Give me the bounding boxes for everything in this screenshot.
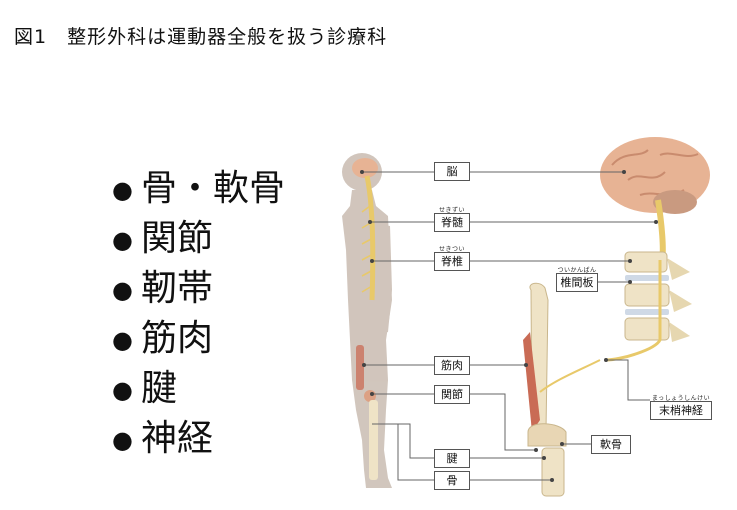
label-peripheral-nerve: 末梢神経 (650, 401, 712, 420)
ruby-spinal-cord: せきずい (438, 207, 465, 214)
ruby-peripheral-nerve: まっしょうしんけい (651, 395, 711, 402)
spinal-cord-line (364, 175, 376, 301)
ruby-disc: ついかんばん (557, 267, 597, 274)
vertebra-stack-icon (624, 251, 692, 342)
bullet-dot-icon: ● (112, 176, 133, 204)
bullet-item: ●骨・軟骨 (112, 164, 285, 214)
bullet-list: ●骨・軟骨 ●関節 ●靭帯 ●筋肉 ●腱 ●神経 (112, 164, 285, 464)
brainstem-line (655, 199, 666, 261)
bullet-dot-icon: ● (112, 276, 133, 304)
label-cartilage: 軟骨 (591, 435, 631, 454)
head-brain-icon (352, 158, 378, 178)
bullet-text: 筋肉 (140, 318, 213, 359)
bullet-item: ●神経 (112, 414, 285, 464)
bullet-text: 腱 (140, 368, 177, 409)
bullet-text: 神経 (140, 418, 213, 459)
label-disc: 椎間板 (556, 273, 598, 292)
bullet-item: ●関節 (112, 214, 285, 264)
bullet-text: 関節 (140, 218, 213, 259)
leg-bone-highlight (369, 400, 378, 480)
leader-lines (362, 171, 656, 481)
bullet-dot-icon: ● (112, 226, 133, 254)
leg-anatomy-icon (523, 282, 601, 497)
label-joint: 関節 (434, 385, 470, 404)
label-spinal-cord: 脊髄 (434, 213, 470, 232)
bullet-dot-icon: ● (112, 426, 133, 454)
figure-title: 図1 整形外科は運動器全般を扱う診療科 (14, 26, 388, 48)
bullet-item: ●腱 (112, 364, 285, 414)
label-bone: 骨 (434, 471, 470, 490)
bullet-item: ●靭帯 (112, 264, 285, 314)
leader-dots (360, 170, 658, 482)
bullet-dot-icon: ● (112, 376, 133, 404)
bullet-text: 骨・軟骨 (140, 168, 285, 209)
ruby-vertebra: せきつい (438, 246, 465, 253)
bullet-text: 靭帯 (140, 268, 213, 309)
label-brain: 脳 (434, 162, 470, 181)
leg-muscle-highlight (356, 345, 364, 390)
label-vertebra: 脊椎 (434, 252, 470, 271)
label-tendon: 腱 (434, 449, 470, 468)
label-muscle: 筋肉 (434, 356, 470, 375)
brain-icon (600, 137, 710, 214)
bullet-item: ●筋肉 (112, 314, 285, 364)
bullet-dot-icon: ● (112, 326, 133, 354)
body-silhouette (342, 153, 392, 488)
